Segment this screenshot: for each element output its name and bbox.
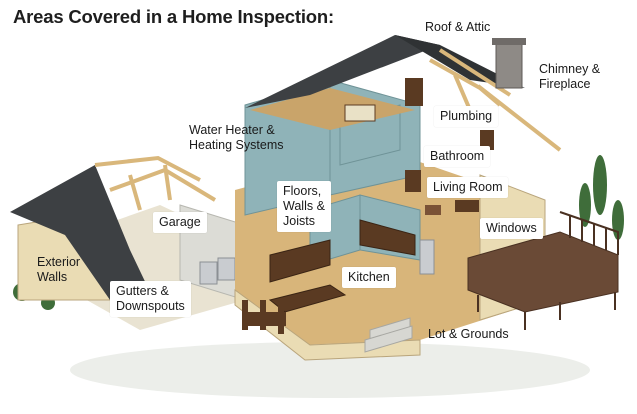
label-chimney-line2: Fireplace — [539, 77, 591, 91]
refrigerator — [419, 239, 435, 275]
dryer — [217, 257, 236, 281]
deck — [467, 211, 619, 330]
garage-trusses — [94, 155, 217, 211]
label-roof-attic: Roof & Attic — [425, 20, 491, 34]
chimney — [492, 38, 526, 89]
label-floors-line1: Floors, — [283, 184, 322, 198]
coffee-table — [425, 205, 441, 215]
bed — [344, 104, 376, 122]
label-exterior-walls: Exterior Walls — [37, 255, 80, 285]
kitchen-cabinets — [268, 219, 416, 313]
label-plumbing: Plumbing — [434, 106, 499, 127]
garage-roof — [10, 165, 150, 300]
vanity — [480, 130, 494, 150]
label-garage: Garage — [153, 212, 207, 233]
label-gutters-line1: Gutters & — [116, 284, 169, 298]
label-water-heater-line1: Water Heater & — [189, 123, 275, 137]
label-floors-walls-joists: Floors, Walls & Joists — [277, 181, 331, 232]
label-gutters-line2: Downspouts — [116, 299, 185, 313]
label-exterior-line2: Walls — [37, 270, 68, 284]
label-chimney-fireplace: Chimney & Fireplace — [539, 62, 600, 92]
label-kitchen: Kitchen — [342, 267, 396, 288]
label-water-heater-line2: Heating Systems — [189, 138, 284, 152]
dining-set — [242, 300, 286, 334]
diagram-title: Areas Covered in a Home Inspection: — [13, 6, 334, 27]
label-bathroom: Bathroom — [424, 146, 491, 167]
label-floors-line3: Joists — [283, 214, 315, 228]
label-exterior-line1: Exterior — [37, 255, 81, 269]
label-lot-grounds: Lot & Grounds — [428, 327, 509, 341]
ground-shadow — [70, 342, 590, 398]
label-chimney-line1: Chimney & — [539, 62, 601, 76]
label-windows: Windows — [480, 218, 543, 239]
front-steps — [364, 317, 413, 353]
label-water-heater: Water Heater & Heating Systems — [189, 123, 283, 153]
bookcase — [405, 170, 421, 192]
dresser — [405, 78, 423, 106]
label-gutters-downspouts: Gutters & Downspouts — [110, 281, 191, 317]
sofa — [455, 200, 479, 212]
label-living-room: Living Room — [427, 177, 509, 198]
washer — [199, 261, 218, 285]
label-floors-line2: Walls & — [283, 199, 325, 213]
main-roof — [245, 35, 440, 108]
